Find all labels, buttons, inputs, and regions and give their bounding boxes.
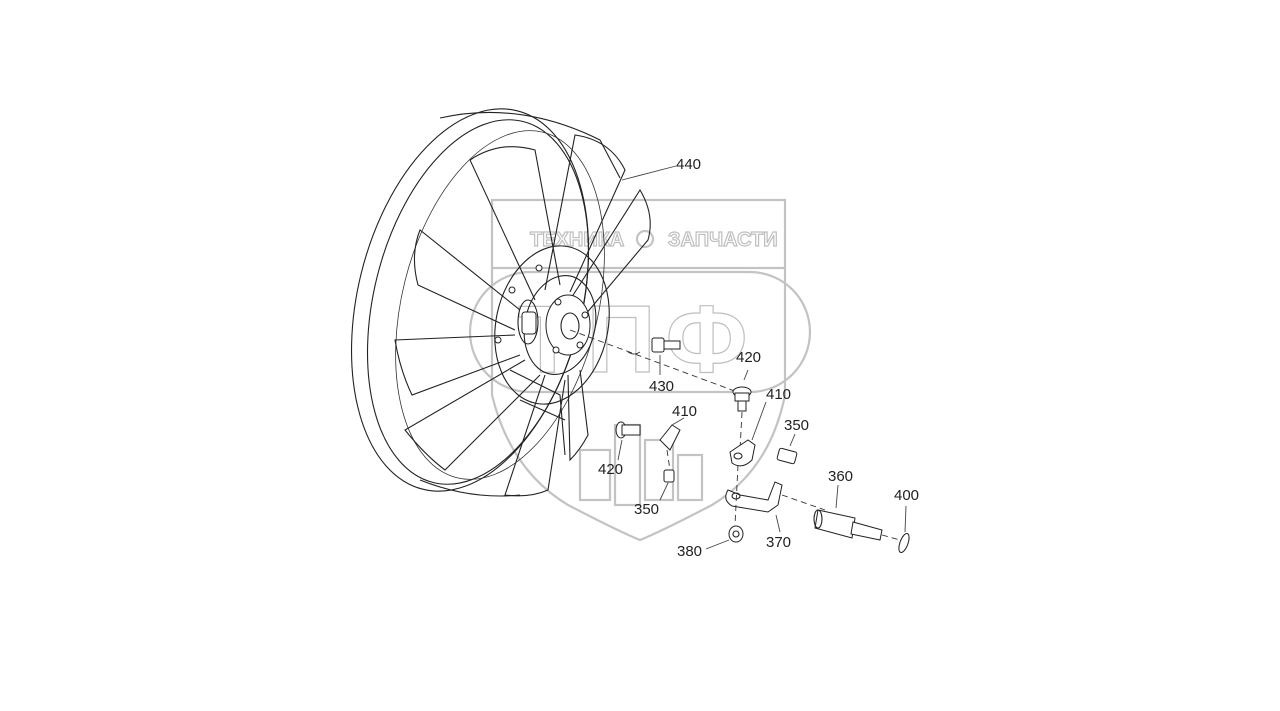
fan-blades <box>394 134 651 497</box>
fan-hub <box>494 245 610 405</box>
watermark-pill-icon <box>468 270 812 394</box>
watermark: ТЕХНИКА ЗАПЧАСТИ ТПФ <box>468 198 812 542</box>
assembly-axis <box>569 329 741 394</box>
callout-440: 440 <box>676 156 701 173</box>
callout-370: 370 <box>766 534 791 551</box>
callout-420-left: 420 <box>598 461 623 478</box>
part-410-right-bracket <box>729 401 767 467</box>
fan-assembly <box>350 108 677 497</box>
watermark-shield-icon <box>490 198 787 542</box>
callout-400: 400 <box>894 487 919 504</box>
part-350-right-sleeve <box>776 433 798 465</box>
callout-350-left: 350 <box>634 501 659 518</box>
part-410-left-clip <box>659 417 685 471</box>
callout-410-right: 410 <box>766 386 791 403</box>
part-360-pin <box>813 484 901 541</box>
part-420-upper-bolt <box>732 369 752 451</box>
part-370-angle-bracket <box>725 464 826 533</box>
callout-410-left: 410 <box>672 403 697 420</box>
callout-420-upper: 420 <box>736 349 761 366</box>
part-350-left-nut <box>659 469 675 501</box>
hub-flange <box>545 294 591 356</box>
watermark-brand-left: ТЕХНИКА <box>530 229 624 251</box>
callout-430: 430 <box>649 378 674 395</box>
callout-labels: 440 420 430 410 410 350 420 350 360 400 … <box>598 156 919 560</box>
part-420-left-bolt <box>615 421 641 461</box>
callout-360: 360 <box>828 468 853 485</box>
callout-350-right: 350 <box>784 417 809 434</box>
part-400-clip <box>898 505 910 553</box>
watermark-brand-right: ЗАПЧАСТИ <box>668 229 778 251</box>
part-430-bolt <box>627 337 681 375</box>
watermark-emblem-icon <box>635 229 655 249</box>
callout-380: 380 <box>677 543 702 560</box>
part-380-nut <box>705 525 744 550</box>
